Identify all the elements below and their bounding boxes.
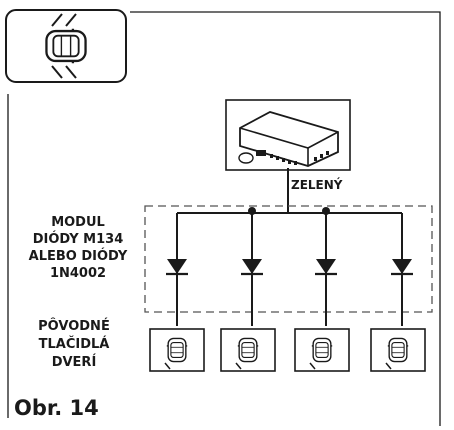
diode-module-box xyxy=(144,205,433,313)
svg-text:TLAČIDLÁ: TLAČIDLÁ xyxy=(39,336,110,352)
svg-text:PÔVODNÉ: PÔVODNÉ xyxy=(38,318,110,334)
diode-icon xyxy=(389,257,415,276)
car-top-view-icon xyxy=(5,9,127,83)
diode-icon xyxy=(313,257,339,276)
page-frame-top xyxy=(130,11,441,426)
door-switch-icon xyxy=(150,329,204,371)
diode-module-label: MODUL DIÓDY M134 ALEBO DIÓDY 1N4002 xyxy=(29,215,128,281)
svg-text:ALEBO DIÓDY: ALEBO DIÓDY xyxy=(29,248,128,264)
diode-legs xyxy=(176,213,403,326)
door-switch-icon xyxy=(371,329,425,371)
door-switch-label: PÔVODNÉ TLAČIDLÁ DVERÍ xyxy=(38,318,110,370)
svg-text:DIÓDY M134: DIÓDY M134 xyxy=(33,231,124,247)
svg-text:1N4002: 1N4002 xyxy=(50,266,106,281)
figure-label: Obr. 14 xyxy=(14,396,99,420)
svg-text:DVERÍ: DVERÍ xyxy=(52,354,97,370)
door-switch-icon xyxy=(221,329,275,371)
door-switch-icon xyxy=(295,329,349,371)
junction-dot-icon xyxy=(248,207,256,215)
junction-dot-icon xyxy=(322,207,330,215)
svg-text:MODUL: MODUL xyxy=(51,215,105,230)
alarm-module-icon xyxy=(225,99,351,171)
diode-icon xyxy=(239,257,265,276)
diode-icon xyxy=(164,257,190,276)
module-wire-label: ZELENÝ xyxy=(291,177,343,192)
